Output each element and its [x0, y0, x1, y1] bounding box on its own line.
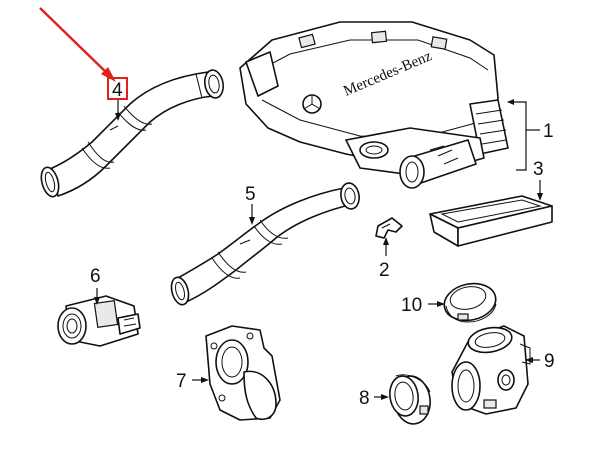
intake-hose-lower[interactable]	[169, 182, 361, 307]
callout-4-highlight	[107, 77, 128, 100]
callout-3: 3	[533, 159, 544, 180]
callout-9-leader	[525, 357, 540, 363]
callout-2: 2	[379, 260, 390, 281]
connector-sleeve[interactable]	[441, 279, 499, 325]
callout-9: 9	[544, 351, 555, 372]
clip[interactable]	[375, 217, 403, 239]
callout-7: 7	[176, 371, 187, 392]
callout-6-leader	[94, 288, 100, 305]
callout-10-leader	[428, 301, 445, 307]
callout-5: 5	[245, 184, 256, 205]
mass-air-flow-sensor[interactable]	[57, 295, 141, 347]
resonator-housing[interactable]	[451, 324, 531, 415]
callout-7-leader	[192, 377, 209, 383]
callout-10: 10	[401, 295, 422, 316]
callout-5-leader	[249, 204, 255, 225]
throttle-body[interactable]	[205, 325, 281, 421]
callout-1-leader	[507, 99, 540, 171]
callout-4: 4	[112, 80, 123, 101]
callout-8: 8	[359, 388, 370, 409]
air-filter-element[interactable]	[429, 195, 553, 247]
callout-6: 6	[90, 266, 101, 287]
callout-4-leader	[115, 98, 121, 121]
callout-8-leader	[374, 394, 389, 400]
callout-1: 1	[543, 121, 554, 142]
seal-ring[interactable]	[387, 374, 433, 427]
callout-3-leader	[537, 180, 543, 201]
highlight-arrow	[39, 7, 116, 82]
air-cleaner-housing[interactable]: Mercedes-Benz	[239, 21, 509, 189]
intake-hose-upper[interactable]	[38, 69, 225, 199]
callout-2-leader	[383, 237, 389, 256]
